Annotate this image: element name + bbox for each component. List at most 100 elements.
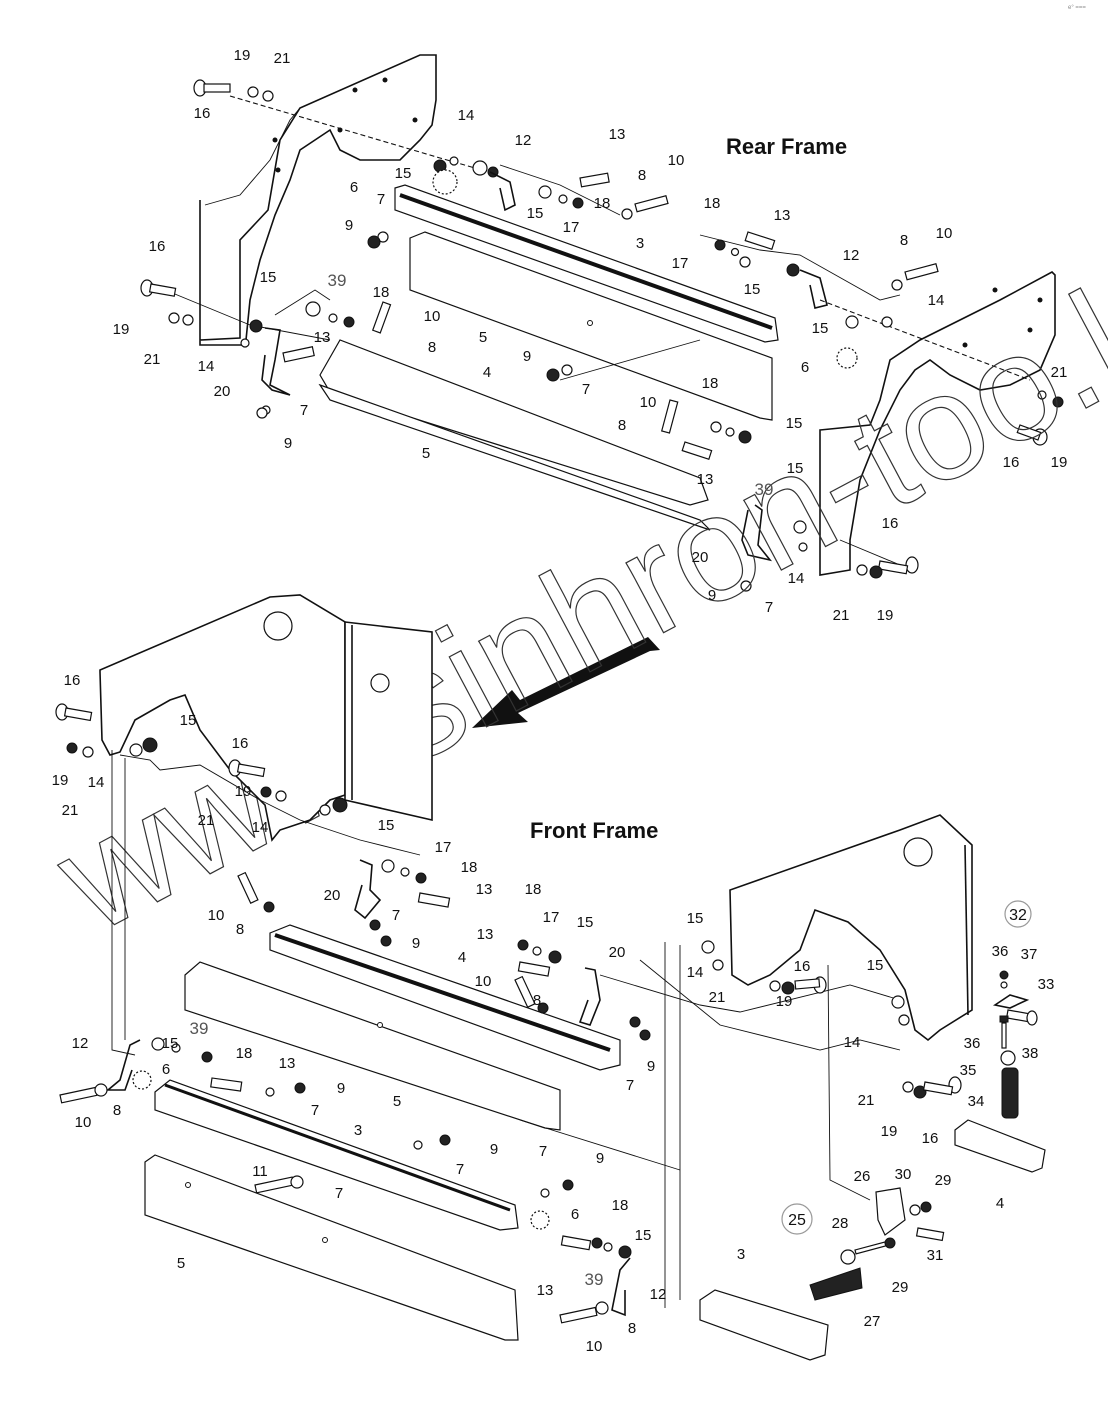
rear-part-label-21: 21 bbox=[144, 351, 161, 368]
rear-part-label-39: 39 bbox=[328, 271, 347, 290]
rear-part-label-13: 13 bbox=[774, 207, 791, 224]
rear-part-label-9: 9 bbox=[345, 217, 353, 234]
front-part-label-4: 4 bbox=[458, 949, 466, 966]
rear-part-label-9: 9 bbox=[708, 587, 716, 604]
rear-part-label-15: 15 bbox=[260, 269, 277, 286]
rear-part-label-15: 15 bbox=[787, 460, 804, 477]
front-part-label-36: 36 bbox=[964, 1035, 981, 1052]
front-part-label-13: 13 bbox=[477, 926, 494, 943]
front-part-label-38: 38 bbox=[1022, 1045, 1039, 1062]
front-part-label-16: 16 bbox=[232, 735, 249, 752]
front-left-inner-plate bbox=[344, 621, 433, 822]
front-frame-assembly: 32 25 Front Frame bbox=[55, 594, 1046, 1361]
front-part-label-7: 7 bbox=[456, 1161, 464, 1178]
front-part-label-10: 10 bbox=[586, 1338, 603, 1355]
front-part-label-4: 4 bbox=[996, 1195, 1004, 1212]
rear-left-side-plate bbox=[199, 54, 437, 346]
rear-part-label-4: 4 bbox=[483, 364, 491, 381]
front-part-label-19: 19 bbox=[52, 772, 69, 789]
rear-part-label-15: 15 bbox=[395, 165, 412, 182]
front-crossbar-3 bbox=[154, 1079, 519, 1231]
front-part-label-35: 35 bbox=[960, 1062, 977, 1079]
rear-part-label-6: 6 bbox=[801, 359, 809, 376]
front-part-label-8: 8 bbox=[628, 1320, 636, 1337]
rear-part-label-12: 12 bbox=[843, 247, 860, 264]
front-blade-5-upper bbox=[184, 961, 561, 1131]
rear-part-label-12: 12 bbox=[515, 132, 532, 149]
rear-part-label-10: 10 bbox=[668, 152, 685, 169]
front-frame-title: Front Frame bbox=[530, 818, 658, 843]
front-part-label-33: 33 bbox=[1038, 976, 1055, 993]
rear-part-label-16: 16 bbox=[1003, 454, 1020, 471]
front-part-label-9: 9 bbox=[337, 1080, 345, 1097]
front-part-label-13: 13 bbox=[476, 881, 493, 898]
rear-part-label-19: 19 bbox=[113, 321, 130, 338]
front-part-label-9: 9 bbox=[647, 1058, 655, 1075]
front-part-label-20: 20 bbox=[324, 887, 341, 904]
front-part-label-16: 16 bbox=[794, 958, 811, 975]
front-part-label-29: 29 bbox=[935, 1172, 952, 1189]
front-part-label-3: 3 bbox=[737, 1246, 745, 1263]
front-part-label-34: 34 bbox=[968, 1093, 985, 1110]
front-part-label-9: 9 bbox=[412, 935, 420, 952]
front-part-label-16: 16 bbox=[922, 1130, 939, 1147]
front-part-label-10: 10 bbox=[75, 1114, 92, 1131]
rear-part-label-5: 5 bbox=[479, 329, 487, 346]
arrow-down-left-icon bbox=[472, 637, 660, 728]
front-part-label-8: 8 bbox=[113, 1102, 121, 1119]
rear-part-label-21: 21 bbox=[1051, 364, 1068, 381]
front-part-label-9: 9 bbox=[490, 1141, 498, 1158]
front-part-label-15: 15 bbox=[378, 817, 395, 834]
rear-part-label-14: 14 bbox=[198, 358, 215, 375]
front-part-label-12: 12 bbox=[72, 1035, 89, 1052]
front-part-label-15: 15 bbox=[577, 914, 594, 931]
front-part-label-14: 14 bbox=[252, 819, 269, 836]
rear-frame-title: Rear Frame bbox=[726, 134, 847, 159]
front-part-label-7: 7 bbox=[392, 907, 400, 924]
rear-hardware bbox=[140, 79, 1064, 592]
front-part-label-5: 5 bbox=[393, 1093, 401, 1110]
front-crossbar-3-detail bbox=[699, 1289, 829, 1361]
callout-32: 32 bbox=[1004, 900, 1032, 928]
rear-part-label-21: 21 bbox=[833, 607, 850, 624]
front-part-label-12: 12 bbox=[650, 1286, 667, 1303]
rear-part-label-20: 20 bbox=[692, 549, 709, 566]
rear-part-label-15: 15 bbox=[786, 415, 803, 432]
rear-part-label-13: 13 bbox=[609, 126, 626, 143]
rear-part-label-16: 16 bbox=[882, 515, 899, 532]
rear-part-label-15: 15 bbox=[527, 205, 544, 222]
front-part-label-39: 39 bbox=[190, 1019, 209, 1038]
rear-part-label-18: 18 bbox=[702, 375, 719, 392]
callout-25: 25 bbox=[781, 1203, 813, 1235]
svg-text:25: 25 bbox=[788, 1212, 806, 1229]
rear-part-label-19: 19 bbox=[877, 607, 894, 624]
rear-part-label-8: 8 bbox=[618, 417, 626, 434]
rear-part-label-7: 7 bbox=[300, 402, 308, 419]
front-part-label-3: 3 bbox=[354, 1122, 362, 1139]
front-part-label-20: 20 bbox=[609, 944, 626, 961]
front-part-label-7: 7 bbox=[539, 1143, 547, 1160]
front-part-label-15: 15 bbox=[162, 1035, 179, 1052]
rear-part-label-8: 8 bbox=[638, 167, 646, 184]
rear-part-label-14: 14 bbox=[928, 292, 945, 309]
front-part-label-16: 16 bbox=[64, 672, 81, 689]
front-part-label-28: 28 bbox=[832, 1215, 849, 1232]
front-part-label-39: 39 bbox=[585, 1270, 604, 1289]
front-blade-5-lower bbox=[144, 1154, 519, 1341]
front-part-label-26: 26 bbox=[854, 1168, 871, 1185]
rear-part-label-3: 3 bbox=[636, 235, 644, 252]
front-part-label-21: 21 bbox=[62, 802, 79, 819]
rear-part-label-17: 17 bbox=[672, 255, 689, 272]
rear-part-label-7: 7 bbox=[582, 381, 590, 398]
front-part-label-8: 8 bbox=[236, 921, 244, 938]
rear-part-label-5: 5 bbox=[422, 445, 430, 462]
rear-part-label-6: 6 bbox=[350, 179, 358, 196]
rear-part-label-7: 7 bbox=[765, 599, 773, 616]
rear-part-label-20: 20 bbox=[214, 383, 231, 400]
front-part-label-19: 19 bbox=[881, 1123, 898, 1140]
part-4-detail bbox=[954, 1119, 1046, 1173]
front-part-label-36: 36 bbox=[992, 943, 1009, 960]
rear-part-label-7: 7 bbox=[377, 191, 385, 208]
